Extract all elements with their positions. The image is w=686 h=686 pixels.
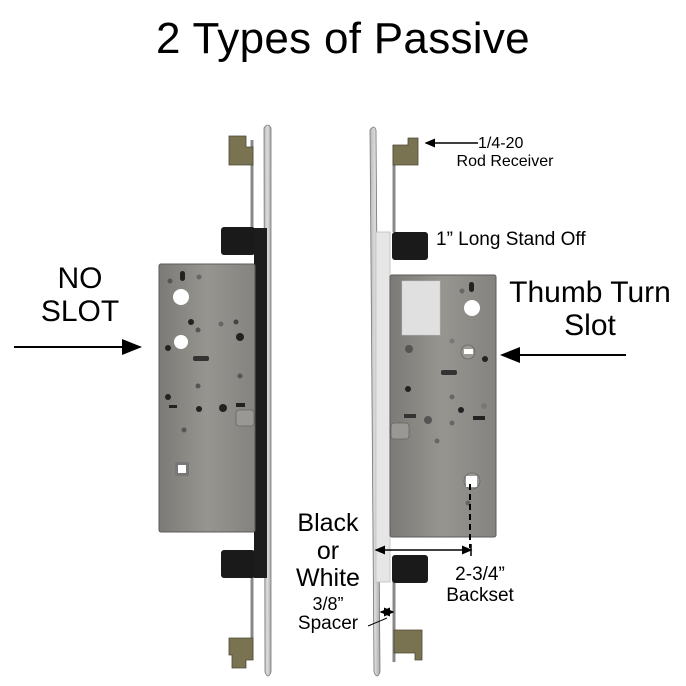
left-lock-no-slot — [158, 124, 272, 677]
page-title: 2 Types of Passive — [156, 14, 530, 63]
rod-receiver-label: 1/4-20 Rod Receiver — [440, 135, 570, 170]
thumb-turn-slot-label: Thumb Turn Slot — [509, 276, 671, 342]
backset-label: 2-3/4” Backset — [446, 564, 514, 606]
no-slot-label: NO SLOT — [40, 262, 120, 328]
rod-receiver-size: 1/4-20 — [478, 135, 524, 152]
spacer-label: Black or White 3/8” Spacer — [296, 509, 360, 635]
standoff-label: 1” Long Stand Off — [436, 229, 586, 250]
right-lock-thumb-turn-slot — [369, 126, 497, 677]
spacer-leader-line — [367, 617, 388, 627]
